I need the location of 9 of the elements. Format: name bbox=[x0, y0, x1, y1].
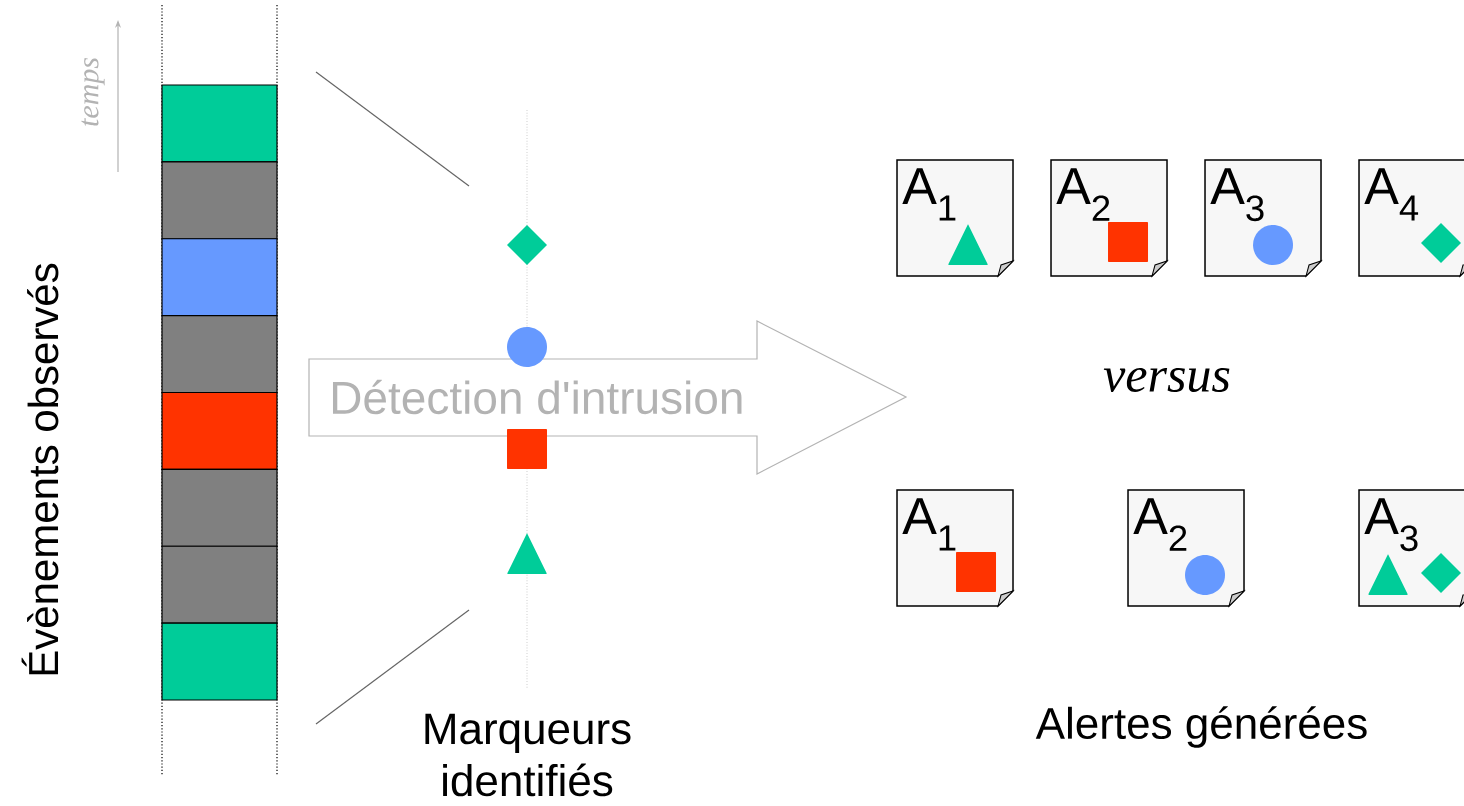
alert-note: A$_{3}$ bbox=[1204, 159, 1322, 277]
alert-note: A$_{1}$ bbox=[896, 159, 1014, 277]
alert-note: A$_{4}$ bbox=[1358, 159, 1464, 277]
caption-label: Marqueurs identifiés bbox=[425, 713, 631, 797]
alert-note: A$_{2}$ bbox=[1127, 489, 1245, 607]
axis-label: Évènements observés bbox=[21, 263, 59, 675]
caption-label: Alertes générées bbox=[1035, 706, 1367, 748]
axis-label: temps bbox=[81, 57, 105, 126]
caption-label: versus bbox=[1103, 367, 1230, 393]
